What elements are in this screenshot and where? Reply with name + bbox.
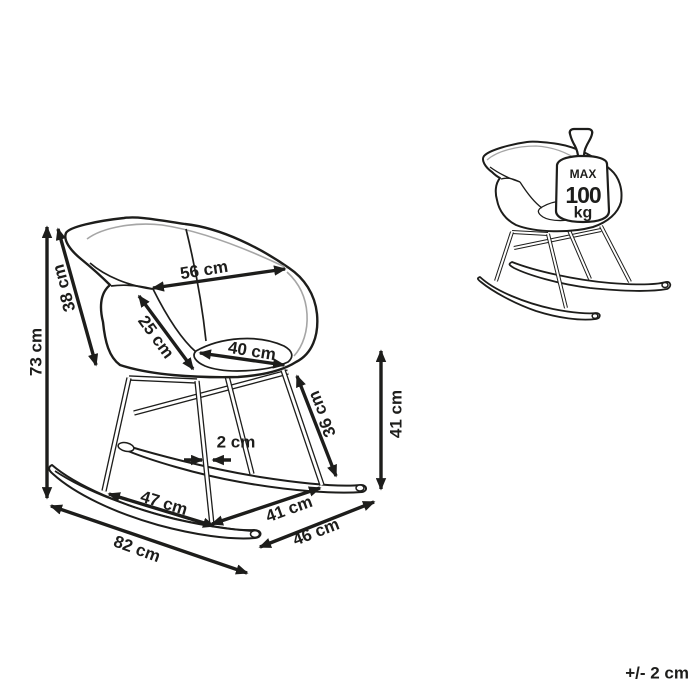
capacity-rear-right-leg-inner: [567, 227, 591, 280]
capacity-backrest-inner-rim: [486, 145, 580, 162]
dim-label-seat-height: 41 cm: [387, 390, 406, 438]
capacity-metal-frame: [494, 225, 632, 309]
capacity-rear-runner: [508, 261, 672, 292]
dim-line-runner-rear-length: [258, 500, 376, 549]
front-runner-end-cap: [249, 529, 261, 539]
dim-label-leg-length: 36 cm: [304, 388, 340, 440]
weight-limit-unit: kg: [574, 205, 593, 222]
weight-limit-prefix: MAX: [570, 167, 597, 181]
dim-line-seat-width: [198, 349, 286, 369]
capacity-front-right-leg-inner: [600, 225, 631, 283]
capacity-rear-runner-cap: [661, 281, 669, 289]
tolerance-note: +/- 2 cm: [625, 664, 689, 683]
backrest-inner-rim: [86, 223, 286, 268]
weight-limit-value: 100: [565, 182, 601, 208]
dim-line-backrest-height: [55, 227, 99, 367]
dim-line-back-width: [151, 265, 287, 292]
cross-brace-inner: [133, 370, 289, 415]
capacity-front-left-leg-inner: [547, 233, 567, 309]
capacity-seat-bar-inner: [511, 231, 549, 235]
capacity-figure: MAX 100 kg: [476, 127, 672, 321]
capacity-cross-brace-inner: [513, 229, 602, 249]
dim-label-runner-thickness: 2 cm: [217, 433, 256, 452]
dim-label-runner-rear-length: 46 cm: [290, 514, 342, 549]
rear-left-leg-inner: [102, 377, 131, 492]
capacity-armrest-to-seat-line: [519, 181, 543, 209]
dim-line-leg-length: [295, 374, 338, 478]
right-arm-inner-line: [286, 271, 308, 357]
dimension-lines: [41, 225, 387, 575]
rear-right-leg-inner: [224, 371, 254, 475]
capacity-bowl-line: [489, 166, 521, 183]
seat-bar-inner: [128, 376, 198, 383]
weight-neck: [568, 127, 594, 159]
capacity-front-runner-cap: [591, 312, 599, 320]
weight-icon: MAX 100 kg: [554, 127, 611, 224]
dim-label-overall-height: 73 cm: [27, 328, 46, 376]
capacity-rear-left-leg-inner: [495, 231, 513, 282]
dim-line-runner-length: [49, 504, 249, 575]
seat-shell: [64, 216, 319, 379]
weight-body: [554, 154, 611, 224]
rear-runner-front-cap: [117, 441, 135, 453]
rear-runner: [118, 443, 367, 494]
dim-line-backrest-depth: [137, 294, 195, 371]
front-left-leg-inner: [195, 380, 214, 526]
rear-runner-end-cap: [355, 484, 365, 492]
